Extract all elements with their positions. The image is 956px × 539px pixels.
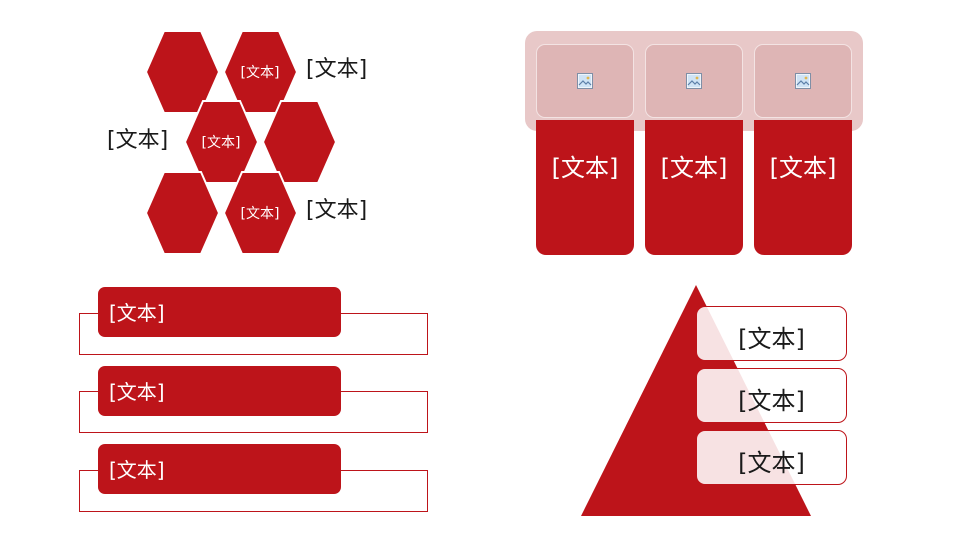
- picture-card-column: [536, 120, 634, 255]
- hexagon-5: [144, 171, 221, 255]
- hexagon-cluster: [文本] [文本] [文本] [文本] [文本] [文本]: [0, 0, 400, 270]
- hexagon-4: [261, 100, 338, 184]
- picture-card-column: [645, 120, 743, 255]
- image-placeholder-icon: [577, 73, 593, 89]
- hexagon-outer-label: [文本]: [306, 57, 368, 82]
- hexagon-shapes: [144, 30, 338, 255]
- hexagon-6: [222, 171, 299, 255]
- pyramid-label: [文本]: [696, 368, 847, 423]
- pyramid-label: [文本]: [696, 430, 847, 485]
- hexagon-inner-label: [文本]: [201, 135, 241, 151]
- list-row-label: [文本]: [98, 366, 341, 416]
- picture-card-column: [754, 120, 852, 255]
- picture-card-label: [文本]: [769, 154, 837, 182]
- picture-placeholder[interactable]: [536, 44, 634, 118]
- image-placeholder-icon: [795, 73, 811, 89]
- picture-card-label: [文本]: [660, 154, 728, 182]
- picture-placeholder[interactable]: [754, 44, 852, 118]
- hexagon-outer-label: [文本]: [107, 128, 169, 153]
- hexagon-outer-label: [文本]: [306, 198, 368, 223]
- pyramid-label: [文本]: [696, 306, 847, 361]
- list-row-label: [文本]: [98, 287, 341, 337]
- picture-placeholder[interactable]: [645, 44, 743, 118]
- hexagon-inner-label: [文本]: [240, 206, 280, 222]
- picture-card-label: [文本]: [551, 154, 619, 182]
- hexagon-inner-label: [文本]: [240, 65, 280, 81]
- image-placeholder-icon: [686, 73, 702, 89]
- list-row-label: [文本]: [98, 444, 341, 494]
